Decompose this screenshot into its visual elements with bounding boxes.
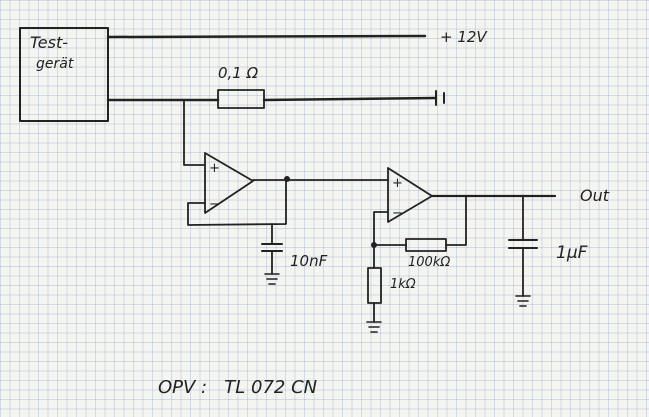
test-device-box (19, 27, 109, 122)
output-cap-ground (515, 295, 531, 307)
opamp-1-triangle (204, 152, 254, 214)
ground-terminal (435, 90, 445, 106)
opamp-1-feedback (187, 179, 287, 226)
opamp-1-minus: − (209, 197, 220, 212)
shunt-right-wire (262, 96, 438, 102)
filter-cap-label: 10nF (290, 252, 328, 270)
test-device-label-line2: gerät (36, 56, 74, 72)
ground-resistor (367, 267, 382, 304)
sense-wire (183, 99, 206, 166)
filter-capacitor (261, 243, 283, 252)
opamp-1-plus: + (209, 161, 220, 176)
opamp-2-minus: − (392, 206, 403, 221)
opamp-2-inverting-wire (373, 211, 407, 246)
supply-wire (106, 34, 427, 39)
junction-1 (284, 176, 290, 182)
supply-label: + 12V (440, 28, 488, 46)
feedback-resistor-label: 100kΩ (408, 255, 450, 270)
opamp-2-plus: + (392, 176, 403, 191)
feedback-return-wire (445, 195, 467, 246)
output-label: Out (580, 186, 610, 205)
feedback-resistor (405, 238, 447, 252)
footer-opamp-label: OPV : TL 072 CN (158, 377, 317, 398)
opamp-2-triangle (387, 167, 433, 223)
ground-resistor-label: 1kΩ (390, 277, 416, 292)
shunt-label: 0,1 Ω (218, 64, 259, 82)
output-capacitor (508, 239, 538, 249)
test-device-label-line1: Test- (30, 33, 68, 52)
shunt-resistor (217, 89, 265, 109)
filter-cap-ground (264, 273, 280, 285)
output-cap-label: 1µF (556, 243, 588, 263)
ground-resistor-ground (366, 321, 382, 333)
